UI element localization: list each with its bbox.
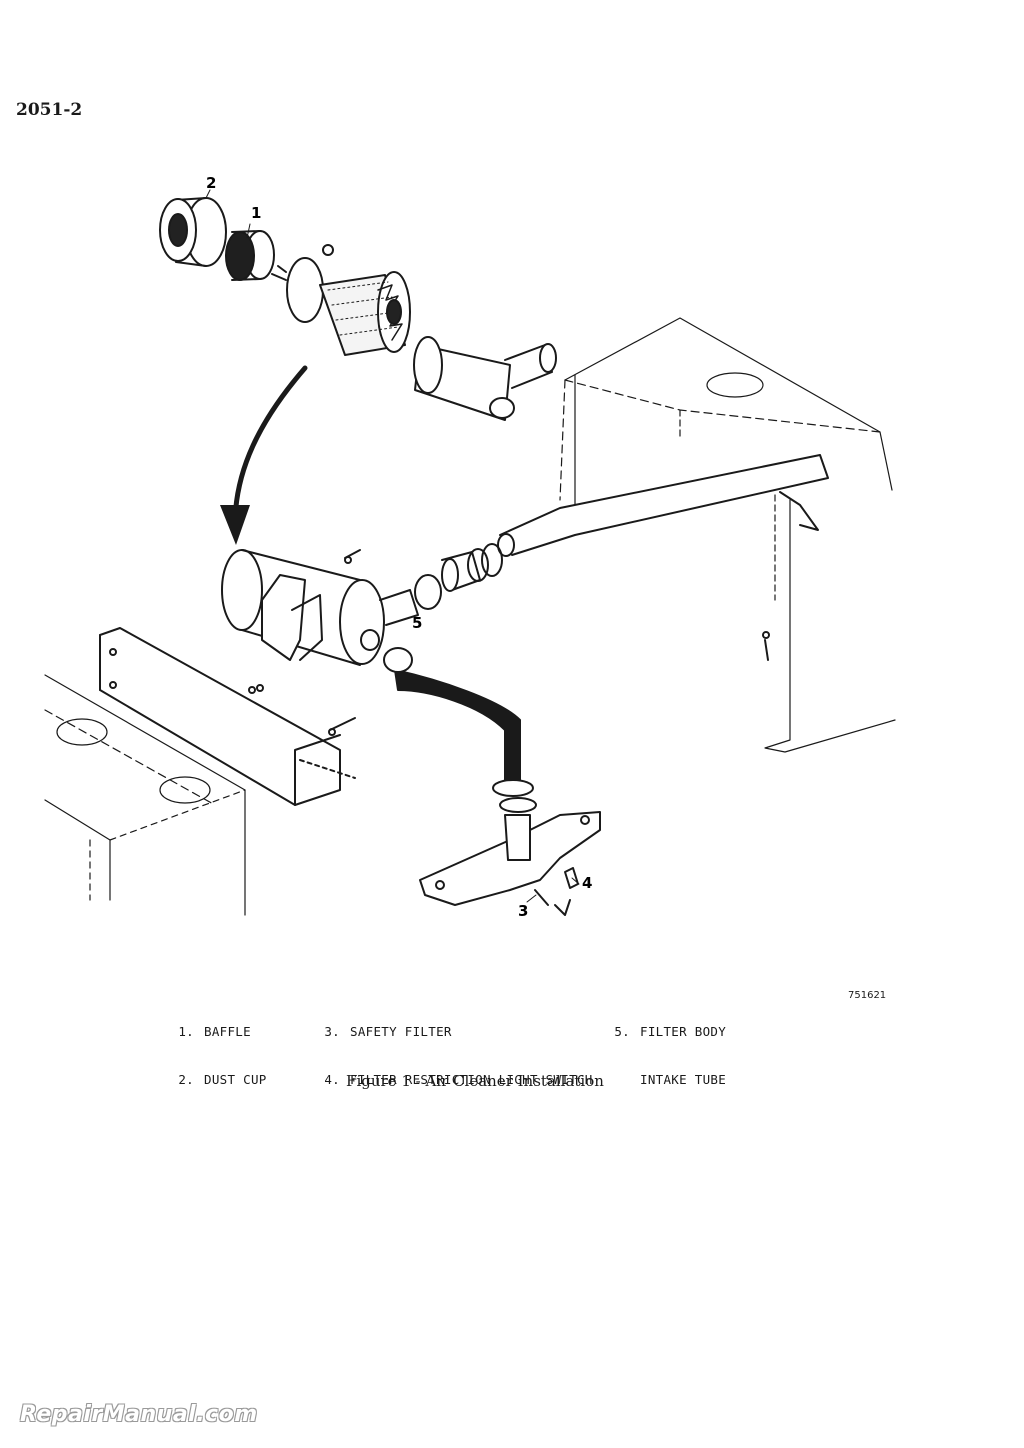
hood-outline-right bbox=[559, 317, 896, 753]
legend-item: 2.DUST CUP bbox=[178, 1072, 267, 1087]
callout-4: 4 bbox=[582, 874, 592, 892]
mounting-bracket bbox=[99, 627, 356, 806]
legend-item: 5.FILTER BODY bbox=[614, 1024, 727, 1039]
drawing-number: 751621 bbox=[848, 990, 887, 1001]
legend-column-1: 1.BAFFLE 2.DUST CUP bbox=[166, 992, 267, 1104]
callout-3: 3 bbox=[518, 902, 528, 920]
legend-item: 3.SAFETY FILTER bbox=[324, 1024, 452, 1039]
callout-2: 2 bbox=[206, 174, 216, 192]
dust-cup-part bbox=[159, 197, 227, 267]
callout-1: 1 bbox=[251, 204, 261, 222]
air-cleaner-body bbox=[221, 549, 419, 666]
filter-body-intake-tube bbox=[383, 647, 534, 797]
primary-filter-element bbox=[319, 271, 411, 356]
baffle-part bbox=[225, 230, 275, 281]
intake-manifold bbox=[419, 797, 601, 916]
bolts bbox=[248, 549, 770, 736]
hose-and-clamps bbox=[414, 543, 503, 610]
callout-5: 5 bbox=[412, 614, 422, 632]
intake-tube bbox=[497, 454, 829, 557]
legend-item: 1.BAFFLE bbox=[178, 1024, 251, 1039]
air-cleaner-exploded-diagram: 2 1 5 3 4 bbox=[44, 174, 896, 920]
legend-column-3: 5.FILTER BODY INTAKE TUBE bbox=[602, 992, 726, 1104]
assembly-arrow bbox=[232, 365, 308, 528]
watermark: RepairManual.com bbox=[20, 1402, 258, 1427]
legend-item: INTAKE TUBE bbox=[640, 1072, 727, 1087]
legend-column-2: 3.SAFETY FILTER 4.FILTER RESTRICTION LIG… bbox=[312, 992, 593, 1104]
figure-caption: Figure 1 - Air Cleaner Installation bbox=[346, 1072, 604, 1090]
page-number: 2051-2 bbox=[16, 100, 83, 120]
legend-item: 4.FILTER RESTRICTION LIGHT SWITCH bbox=[324, 1072, 593, 1087]
frame-outline-left bbox=[44, 674, 246, 916]
filter-canister-upper bbox=[413, 336, 557, 421]
